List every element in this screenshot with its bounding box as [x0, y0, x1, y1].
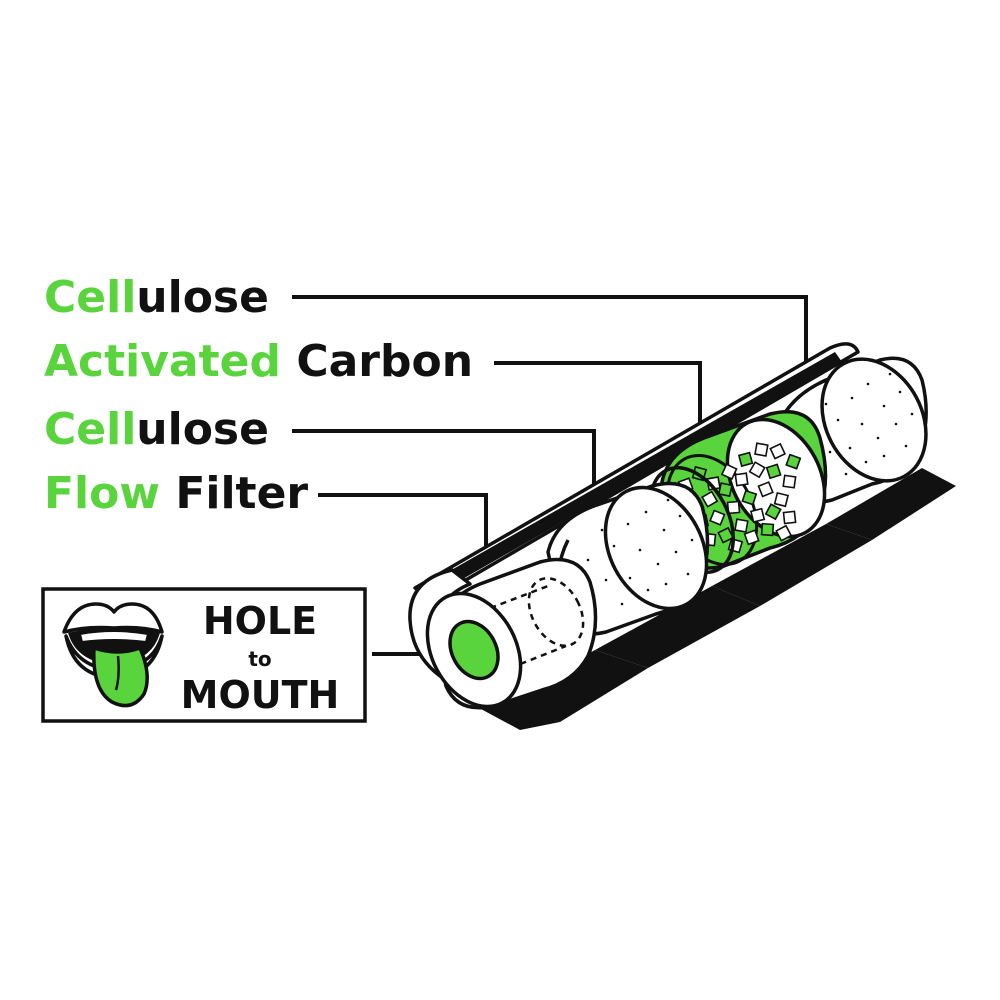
carbon-face-back [725, 417, 827, 539]
hole-to-mouth-callout: HOLE to MOUTH [41, 587, 367, 723]
leader-cellulose-top [292, 295, 808, 362]
shadow-stripe-1 [505, 650, 648, 722]
flow-filter-inner-end [527, 577, 585, 647]
leader-lines [292, 295, 808, 656]
paper-wrapper [408, 342, 860, 692]
label-activated-carbon: Activated Carbon [44, 336, 473, 387]
mouth-tongue-icon [62, 602, 164, 708]
shadow-stripes [468, 468, 956, 730]
segment-cellulose-back-face [820, 357, 928, 483]
flow-filter-hole [448, 619, 500, 681]
segment-cellulose-front [546, 481, 710, 636]
leader-flow-filter [318, 493, 488, 552]
shadow-stripe-2 [595, 586, 760, 668]
leader-activated-carbon [494, 361, 702, 424]
label-cellulose-top: Cellulose [44, 272, 269, 323]
label-cellulose-bottom: Cellulose [44, 404, 269, 455]
segment-activated-carbon [649, 409, 828, 575]
paper-inner-dark [425, 352, 842, 592]
label-flow-filter: Flow Filter [44, 468, 308, 519]
carbon-granules [677, 442, 802, 554]
shadow-stripe-3 [712, 524, 872, 606]
callout-mouth-text: MOUTH [181, 673, 340, 717]
callout-hole-text: HOLE [203, 599, 317, 643]
callout-to-text: to [248, 647, 271, 671]
shadow-stripe-4 [826, 468, 956, 540]
segment-cellulose-front-dots [578, 498, 694, 606]
leader-cellulose-bottom [292, 429, 596, 490]
labels: Cellulose Activated Carbon Cellulose Flo… [44, 272, 473, 519]
segment-flow-filter [425, 557, 598, 710]
